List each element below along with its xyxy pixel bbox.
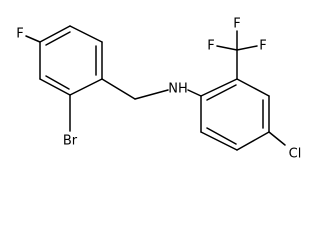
n-aryl-bond (187, 89, 202, 97)
left-benzene-ring (39, 25, 103, 96)
bond (69, 78, 103, 96)
c-cl-bond (268, 131, 286, 146)
right-benzene-ring (200, 78, 270, 151)
cf3-bond-left (216, 45, 238, 51)
aromatic-bond (206, 84, 237, 101)
aromatic-bond (45, 31, 71, 46)
chlorine-label: Cl (289, 147, 302, 162)
amine-label: NH (168, 82, 188, 97)
benzyl-bond (101, 78, 136, 100)
bond (69, 25, 103, 43)
bond (200, 131, 238, 151)
cf3-fluorine-top-label: F (233, 17, 240, 32)
cf3-bond-right (236, 45, 258, 51)
c-f-bond (25, 35, 41, 43)
bond (39, 78, 71, 96)
bromine-label: Br (63, 134, 78, 149)
structure-canvas: F Br NH F F F Cl (16, 17, 302, 162)
cf3-fluorine-left-label: F (207, 39, 214, 54)
aromatic-bond (45, 75, 70, 90)
bond (200, 78, 238, 97)
bond (39, 25, 71, 43)
bond (236, 131, 270, 151)
cf3-fluorine-right-label: F (259, 39, 266, 54)
molecule-diagram: F Br NH F F F Cl (16, 17, 302, 162)
aromatic-bond (206, 127, 237, 145)
ch2-n-bond (134, 89, 169, 100)
fluorine-label: F (16, 27, 23, 42)
bond (236, 78, 270, 97)
